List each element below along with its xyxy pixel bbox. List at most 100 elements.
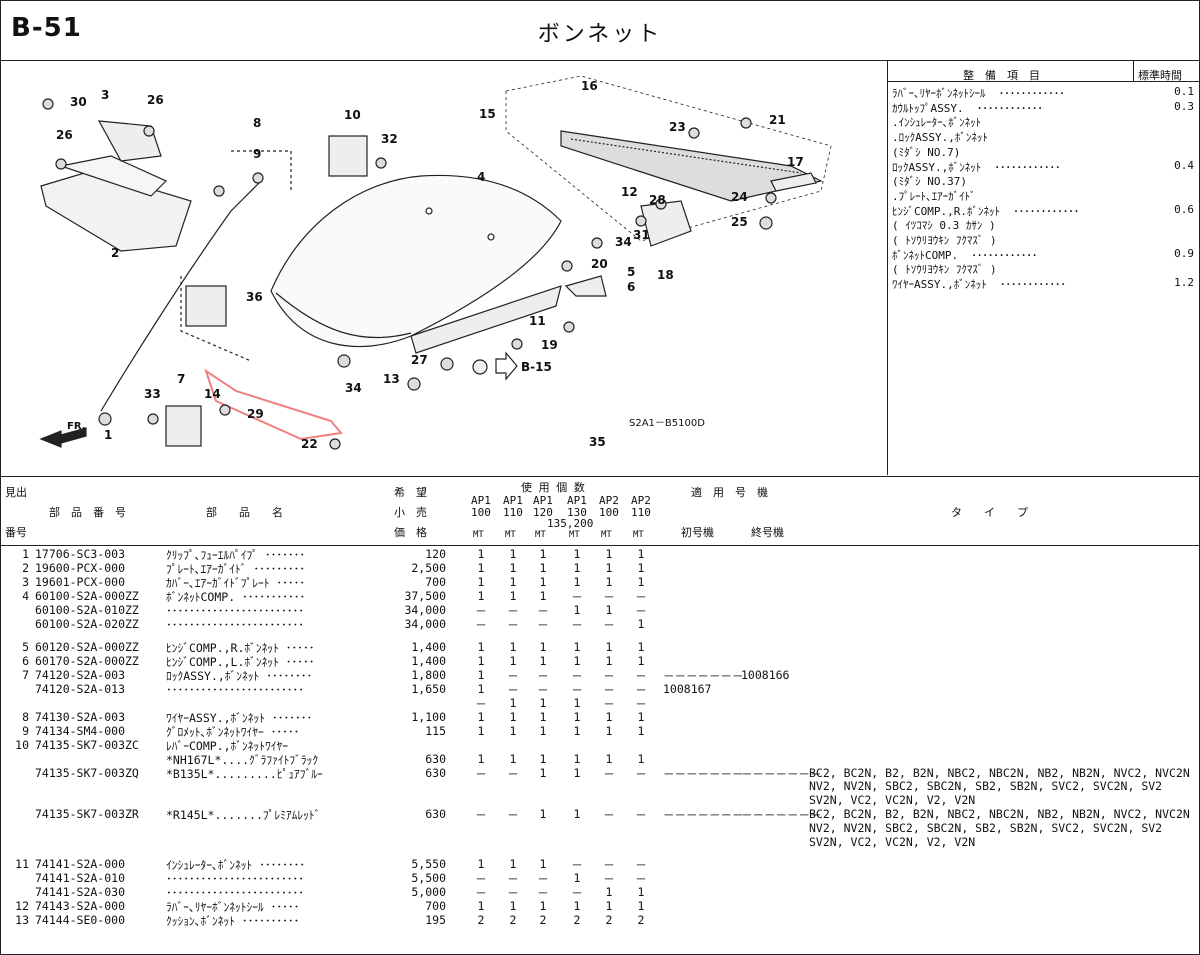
- ref-number: 5: [22, 640, 29, 655]
- type-codes: NV2, NV2N, SBC2, SBC2N, SB2, SB2N, SVC2,…: [809, 779, 1163, 794]
- callout-16: 16: [581, 79, 598, 93]
- usage-qty: －: [603, 669, 615, 684]
- ref-number: 8: [22, 709, 29, 724]
- first-unit: －－－－－－－: [663, 669, 744, 684]
- part-number: 60100-S2A-000ZZ: [35, 588, 139, 603]
- usage-qty: 1: [509, 560, 517, 575]
- price: 630: [425, 751, 446, 766]
- usage-qty: 1: [539, 751, 547, 766]
- table-row: SV2N, VC2, VC2N, V2, V2N: [1, 793, 1199, 807]
- usage-qty: 1: [539, 709, 547, 724]
- price: 630: [425, 765, 446, 780]
- labor-row: (ﾐﾀﾞｼ NO.7): [892, 144, 1194, 159]
- part-name: ｸｯｼｮﾝ､ﾎﾞﾝﾈｯﾄ ･･････････: [166, 913, 300, 928]
- table-row: 74141-S2A-010････････････････････････5,5…: [1, 870, 1199, 886]
- callout-32: 32: [381, 132, 398, 146]
- usage-qty: 1: [509, 547, 517, 561]
- usage-qty: 1: [477, 668, 485, 683]
- header-first-unit: 初号機: [681, 526, 714, 539]
- ref-number: 3: [22, 574, 29, 589]
- callout-17: 17: [787, 155, 804, 169]
- part-name: ｶﾊﾞｰ､ｴｱｰｶﾞｲﾄﾞﾌﾟﾚｰﾄ ･････: [166, 575, 306, 590]
- table-row: 74120-S2A-013････････････････････････1,6…: [1, 682, 1199, 698]
- header-part-number: 部 品 番 号: [49, 506, 126, 519]
- part-number: 74135-SK7-003ZR: [35, 807, 139, 822]
- header-model-variant: 120: [533, 506, 553, 519]
- part-name: ﾋﾝｼﾞCOMP.,R.ﾎﾞﾝﾈｯﾄ ･････: [166, 641, 315, 656]
- first-unit: 1008167: [663, 682, 712, 697]
- usage-qty: 1: [477, 856, 485, 871]
- wire-cable-shape: [100, 180, 262, 412]
- labor-row: ( ｲﾂｺﾏｼ 0.3 ｶｻﾝ ): [892, 217, 1194, 232]
- labor-row: ﾋﾝｼﾞCOMP.,R.ﾎﾞﾝﾈｯﾄ ････････････0.6: [892, 202, 1194, 218]
- header-kouri: 小 売: [394, 506, 427, 519]
- type-codes: SV2N, VC2, VC2N, V2, V2N: [809, 835, 976, 849]
- price: 2,500: [411, 560, 446, 575]
- usage-qty: －: [507, 669, 519, 684]
- parts-table-header: 見出 番号 部 品 番 号 部 品 名 希 望 小 売 価 格 使 用 個 数 …: [1, 476, 1199, 546]
- labor-header-line: [888, 81, 1199, 82]
- part-name: ﾌﾟﾚｰﾄ､ｴｱｰｶﾞｲﾄﾞ ･････････: [166, 561, 306, 576]
- labor-row: ﾎﾞﾝﾈｯﾄCOMP. ････････････0.9: [892, 246, 1194, 262]
- hinge-l-shape: [564, 275, 607, 297]
- labor-item-name: ﾛｯｸASSY.,ﾎﾞﾝﾈｯﾄ ････････････: [892, 160, 1061, 174]
- header-bango: 番号: [5, 526, 27, 539]
- part-name: ﾗﾊﾞｰ､ﾘﾔｰﾎﾞﾝﾈｯﾄｼｰﾙ ･････: [166, 899, 300, 914]
- usage-qty: 1: [637, 616, 645, 631]
- labor-item-name: (ﾐﾀﾞｼ NO.7): [892, 145, 961, 159]
- callout-23: 23: [669, 120, 686, 134]
- usage-qty: 1: [637, 884, 645, 899]
- callout-33: 33: [144, 387, 161, 401]
- usage-qty: －: [571, 885, 583, 900]
- usage-qty: 1: [539, 856, 547, 871]
- usage-qty: 1: [637, 560, 645, 575]
- usage-qty: 1: [539, 560, 547, 575]
- usage-qty: 1: [605, 654, 613, 669]
- part-name: ････････････････････････: [166, 885, 304, 900]
- usage-qty: 1: [477, 682, 485, 697]
- usage-qty: 1: [509, 588, 517, 603]
- usage-qty: 1: [605, 640, 613, 655]
- header-model-variant: 130: [567, 506, 587, 519]
- callout-15: 15: [479, 107, 496, 121]
- usage-qty: 1: [573, 602, 581, 617]
- page-title: ボンネット: [537, 22, 663, 47]
- callout-28: 28: [649, 193, 666, 207]
- callout-11: 11: [529, 314, 546, 328]
- usage-qty: －: [537, 683, 549, 698]
- header-model-variant: 100: [471, 506, 491, 519]
- part-name: ﾋﾝｼﾞCOMP.,L.ﾎﾞﾝﾈｯﾄ ･････: [166, 655, 315, 670]
- usage-qty: 1: [509, 751, 517, 766]
- usage-qty: 1: [637, 898, 645, 913]
- callout-27: 27: [411, 353, 428, 367]
- header-mt: MT: [633, 530, 644, 540]
- labor-row: ﾗﾊﾞｰ､ﾘﾔｰﾎﾞﾝﾈｯﾄｼｰﾙ ････････････0.1: [892, 85, 1194, 100]
- header-kibo: 希 望: [394, 486, 427, 499]
- price: 34,000: [404, 602, 446, 617]
- labor-item-time: 0.9: [1174, 246, 1194, 260]
- callout-18: 18: [657, 268, 674, 282]
- callout-20: 20: [591, 257, 608, 271]
- usage-qty: 1: [573, 870, 581, 885]
- header-model: AP1: [503, 494, 523, 507]
- section-ref-label: B-15: [521, 360, 552, 374]
- header-usage: 使 用 個 数: [521, 481, 585, 494]
- callout-5: 5: [627, 265, 635, 279]
- labor-item-name: (ﾐﾀﾞｼ NO.37): [892, 175, 967, 189]
- price: 115: [425, 723, 446, 738]
- labor-item-name: ( ﾄｿｳﾘﾖｳｷﾝ ﾌｸﾏｽﾞ ): [892, 234, 997, 247]
- labor-row: ﾜｲﾔｰASSY.,ﾎﾞﾝﾈｯﾄ ････････････1.2: [892, 276, 1194, 291]
- type-codes: NV2, NV2N, SBC2, SBC2N, SB2, SB2N, SVC2,…: [809, 821, 1163, 836]
- price: 120: [425, 547, 446, 561]
- usage-qty: －: [475, 603, 487, 618]
- part-name: ﾜｲﾔｰASSY.,ﾎﾞﾝﾈｯﾄ ･･･････: [166, 710, 313, 725]
- callout-10: 10: [344, 108, 361, 122]
- labor-item-time: 0.6: [1174, 202, 1194, 216]
- header-type: タ イ プ: [951, 506, 1028, 519]
- usage-qty: －: [571, 617, 583, 632]
